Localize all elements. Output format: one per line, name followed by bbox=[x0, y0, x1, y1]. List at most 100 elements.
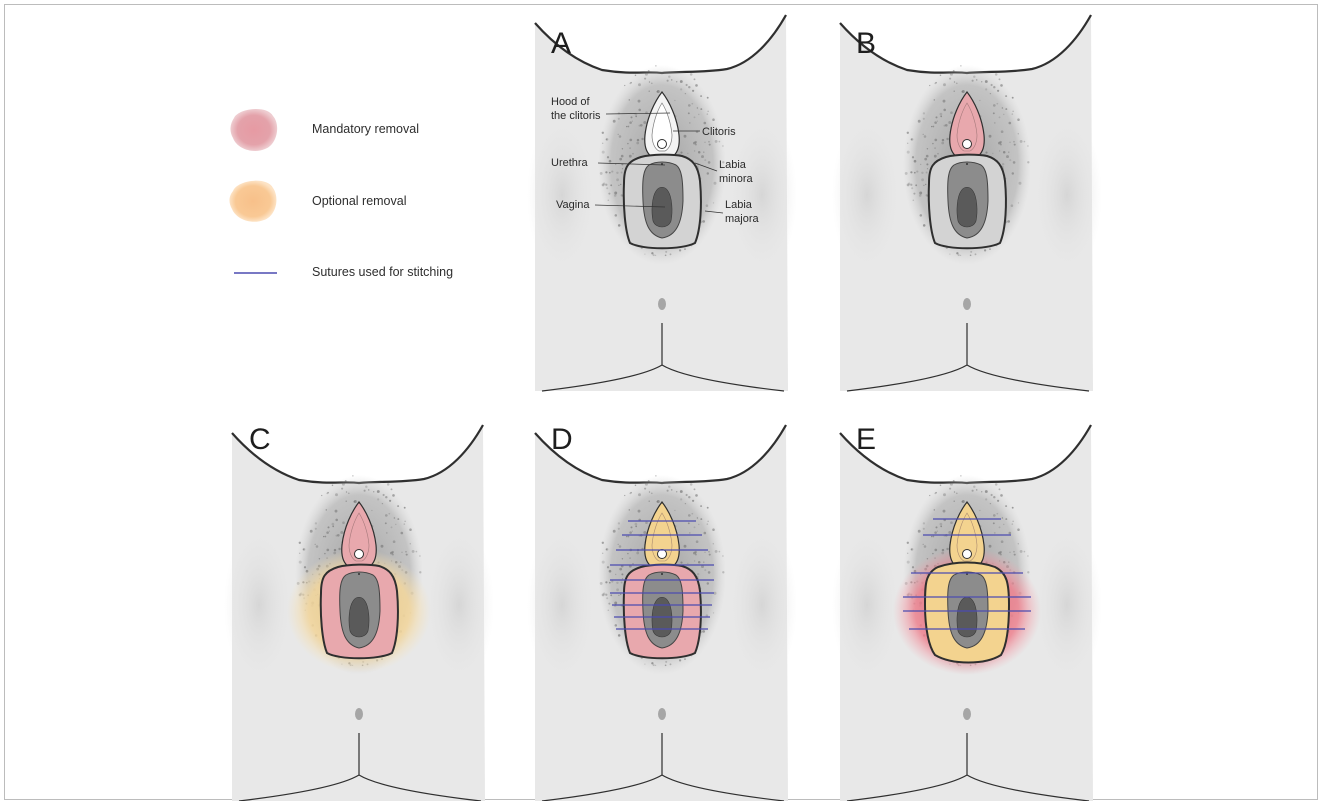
hair-dot bbox=[700, 95, 702, 97]
hair-dot bbox=[995, 483, 998, 486]
hair-dot bbox=[629, 531, 632, 534]
hair-dot bbox=[383, 494, 385, 496]
hair-dot bbox=[943, 83, 946, 86]
hair-dot bbox=[954, 81, 955, 82]
hair-dot bbox=[993, 496, 995, 498]
hair-dot bbox=[933, 536, 935, 538]
hair-dot bbox=[644, 488, 646, 490]
hair-dot bbox=[395, 524, 396, 525]
hair-dot bbox=[911, 187, 913, 189]
hair-dot bbox=[354, 500, 357, 503]
hair-dot bbox=[629, 509, 631, 511]
hair-dot bbox=[1012, 172, 1014, 174]
hair-dot bbox=[385, 496, 387, 498]
hair-dot bbox=[985, 490, 988, 493]
hair-dot bbox=[696, 540, 699, 543]
hair-dot bbox=[700, 505, 702, 507]
hair-dot bbox=[667, 80, 669, 82]
hair-dot bbox=[999, 551, 1001, 553]
hair-dot bbox=[655, 665, 656, 666]
hip-shade-right bbox=[1032, 115, 1102, 275]
hair-dot bbox=[907, 151, 910, 154]
hair-dot bbox=[707, 521, 708, 522]
hair-dot bbox=[649, 91, 650, 92]
hair-dot bbox=[1012, 111, 1013, 112]
hair-dot bbox=[690, 483, 693, 486]
hair-dot bbox=[924, 158, 927, 161]
hair-dot bbox=[999, 78, 1001, 80]
hair-dot bbox=[960, 255, 961, 256]
hair-dot bbox=[703, 151, 704, 152]
figure-frame: Mandatory removal Optional removal Sutur… bbox=[4, 4, 1318, 800]
hair-dot bbox=[950, 521, 953, 524]
hair-dot bbox=[665, 664, 667, 666]
hair-dot bbox=[624, 85, 625, 86]
annot-hood-line2: the clitoris bbox=[551, 110, 601, 122]
hair-dot bbox=[919, 192, 922, 195]
hair-dot bbox=[950, 73, 953, 76]
hair-dot bbox=[1001, 540, 1004, 543]
hair-dot bbox=[698, 524, 699, 525]
hair-dot bbox=[702, 220, 705, 223]
panel-label-c: C bbox=[249, 423, 271, 456]
hair-dot bbox=[632, 121, 633, 122]
hair-dot bbox=[676, 491, 677, 492]
hair-dot bbox=[985, 498, 987, 500]
hair-dot bbox=[1012, 507, 1014, 509]
hair-dot bbox=[636, 552, 639, 555]
hair-dot bbox=[950, 111, 953, 114]
hair-dot bbox=[618, 595, 619, 596]
hair-dot bbox=[649, 501, 650, 502]
hair-dot bbox=[1027, 571, 1029, 573]
hair-dot bbox=[684, 545, 687, 548]
clitoris bbox=[355, 550, 364, 559]
hair-dot bbox=[972, 490, 974, 492]
hair-dot bbox=[638, 510, 641, 513]
clitoris bbox=[963, 140, 972, 149]
hair-dot bbox=[679, 659, 681, 661]
hair-dot bbox=[397, 505, 399, 507]
hair-dot bbox=[694, 551, 696, 553]
hair-dot bbox=[923, 112, 925, 114]
hair-dot bbox=[606, 139, 608, 141]
hair-dot bbox=[620, 594, 621, 595]
hair-dot bbox=[680, 88, 682, 90]
hair-dot bbox=[926, 155, 929, 158]
annot-labia-minora-1: Labia bbox=[719, 159, 747, 171]
hair-dot bbox=[942, 139, 944, 141]
hip-shade-left bbox=[527, 525, 597, 685]
hair-dot bbox=[911, 549, 913, 551]
hair-dot bbox=[607, 566, 609, 568]
hair-dot bbox=[385, 514, 388, 517]
hair-dot bbox=[1008, 122, 1011, 125]
hair-dot bbox=[950, 483, 953, 486]
hair-dot bbox=[621, 573, 623, 575]
hair-dot bbox=[326, 549, 329, 552]
hair-dot bbox=[629, 121, 632, 124]
hair-dot bbox=[386, 532, 388, 534]
hair-dot bbox=[1013, 161, 1016, 164]
hair-dot bbox=[934, 493, 936, 495]
hair-dot bbox=[381, 545, 384, 548]
hair-dot bbox=[999, 150, 1000, 151]
hair-dot bbox=[997, 500, 999, 502]
hair-dot bbox=[651, 662, 653, 664]
hair-dot bbox=[632, 531, 633, 532]
hair-dot bbox=[676, 81, 677, 82]
hair-dot bbox=[698, 561, 701, 564]
hair-dot bbox=[923, 185, 924, 186]
hair-dot bbox=[953, 480, 955, 482]
hair-dot bbox=[989, 248, 991, 250]
hair-dot bbox=[976, 79, 978, 81]
hair-dot bbox=[377, 498, 379, 500]
hair-dot bbox=[940, 523, 943, 526]
hair-dot bbox=[1000, 84, 1003, 87]
hair-dot bbox=[997, 90, 999, 92]
hair-dot bbox=[627, 553, 628, 554]
hair-dot bbox=[368, 489, 370, 491]
hair-dot bbox=[615, 574, 616, 575]
hair-dot bbox=[692, 90, 694, 92]
hair-dot bbox=[655, 475, 656, 476]
hair-dot bbox=[1002, 517, 1003, 518]
hair-dot bbox=[643, 121, 646, 124]
